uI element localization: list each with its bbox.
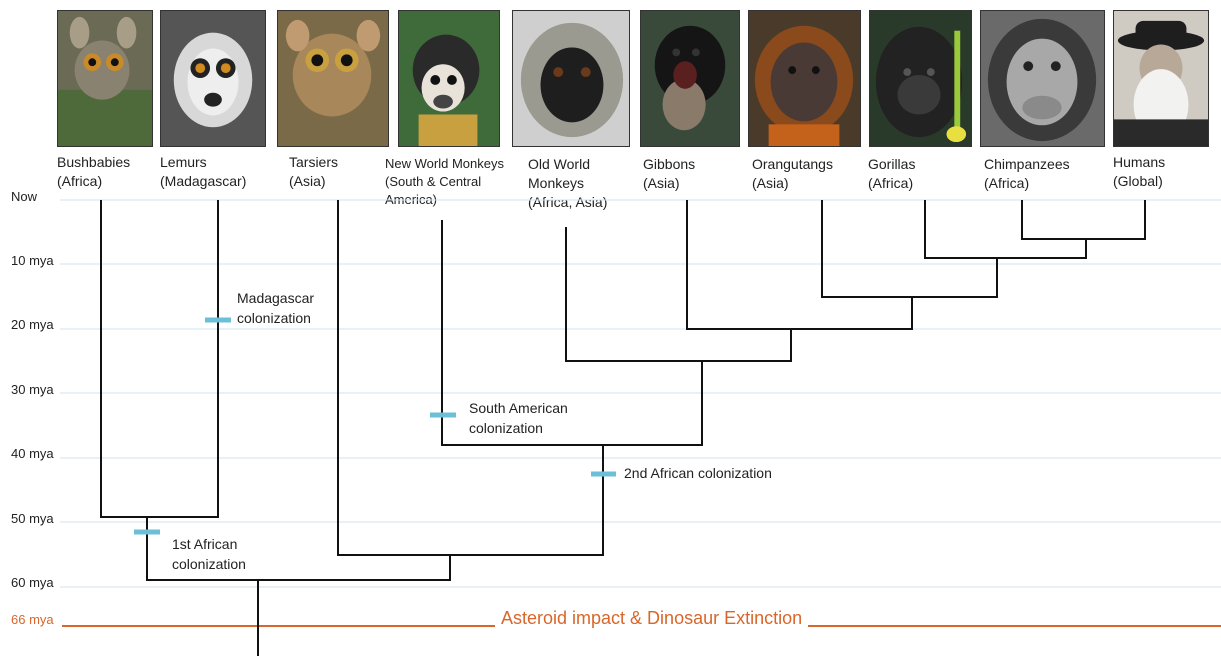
branch-old-world-monkeys (566, 227, 791, 361)
annotation-line: colonization (469, 418, 568, 438)
annotation-line: Madagascar (237, 288, 314, 308)
branch-orangutan (822, 200, 997, 297)
first-african-colonization-label: 1st African colonization (172, 534, 246, 574)
annotation-line: colonization (172, 554, 246, 574)
annotation-line: 2nd African colonization (624, 463, 772, 483)
annotation-line: colonization (237, 308, 314, 328)
extinction-event-label: Asteroid impact & Dinosaur Extinction (495, 608, 808, 629)
annotation-line: 1st African (172, 534, 246, 554)
branch-strepsirrhines (101, 200, 218, 517)
branch-human-chimp (1022, 200, 1145, 239)
second-african-colonization-label: 2nd African colonization (624, 463, 772, 483)
branch-tarsier (338, 200, 603, 555)
tree-branches (101, 200, 1145, 656)
madagascar-colonization-label: Madagascar colonization (237, 288, 314, 328)
south-american-colonization-label: South American colonization (469, 398, 568, 438)
branch-gorilla (925, 200, 1086, 258)
annotation-line: South American (469, 398, 568, 418)
